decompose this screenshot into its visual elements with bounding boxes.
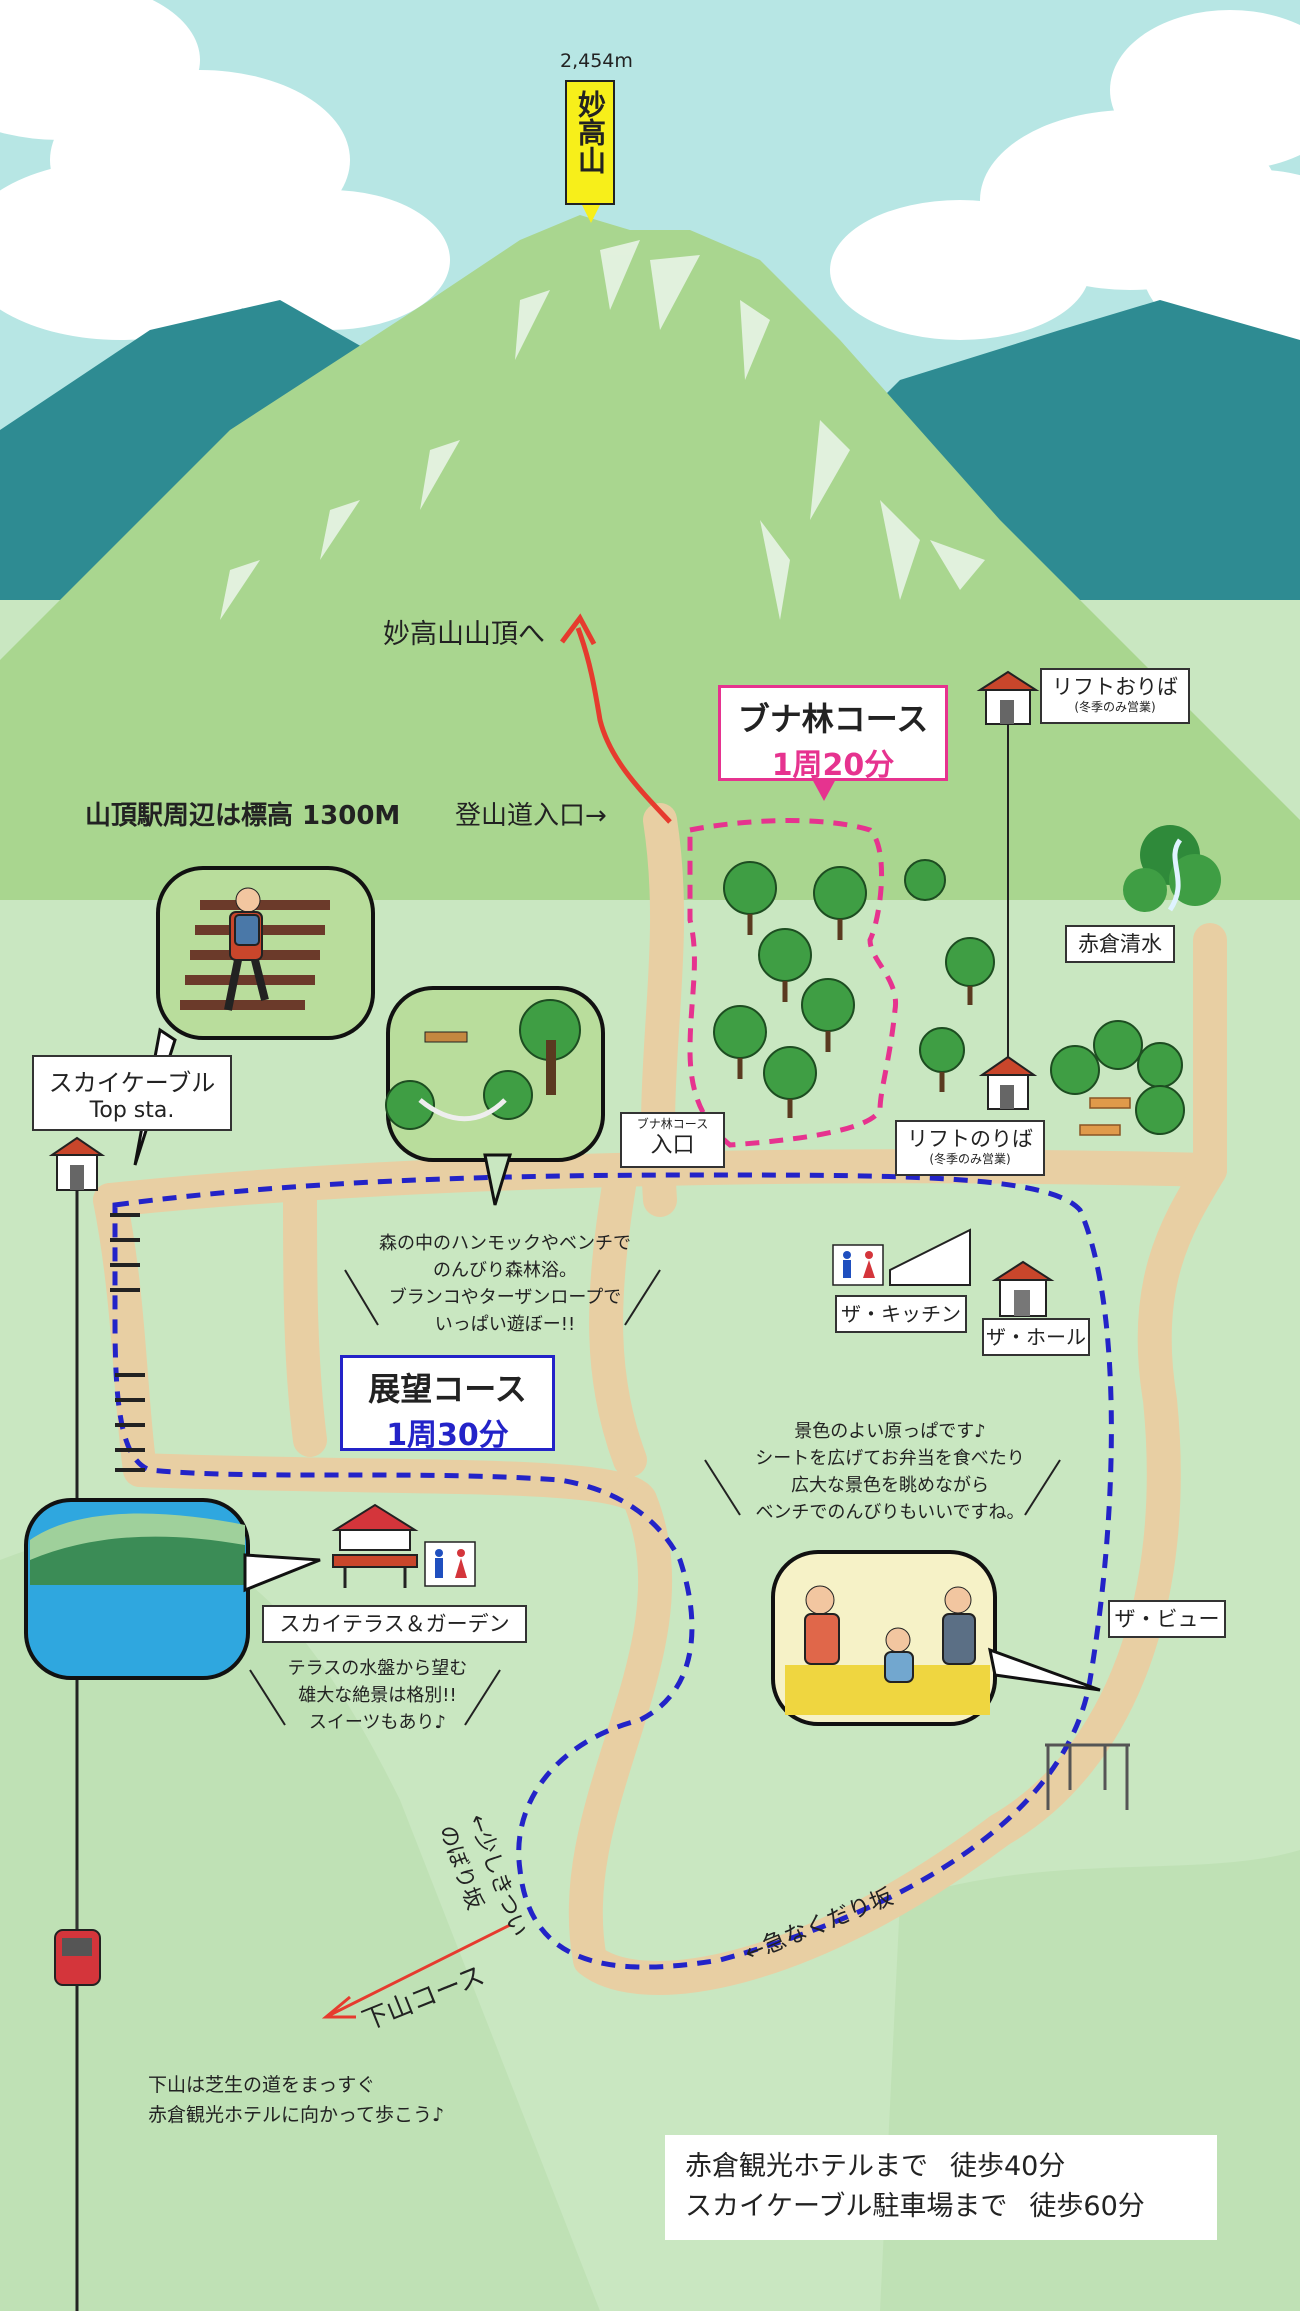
picnic-bubble bbox=[771, 1550, 1101, 1726]
hall-label[interactable]: ザ・ホール bbox=[982, 1318, 1090, 1356]
kitchen-label[interactable]: ザ・キッチン bbox=[835, 1295, 967, 1333]
buna-entrance-small: ブナ林コース bbox=[636, 1117, 709, 1131]
descent-arrow bbox=[329, 1923, 511, 2017]
terrace-note-line: スイーツもあり♪ bbox=[308, 1712, 447, 1733]
forest-note-line: のんびり森林浴。 bbox=[433, 1260, 577, 1281]
toilet-icon-kitchen bbox=[832, 1244, 884, 1286]
terrace-pavilion-icon bbox=[331, 1503, 419, 1588]
forest-note-line: 森の中のハンモックやベンチで bbox=[379, 1233, 631, 1254]
summit-direction-label: 妙高山山頂へ bbox=[383, 619, 545, 650]
peak-elevation: 2,454m bbox=[560, 50, 633, 72]
descent-note: 下山は芝生の道をまっすぐ 赤倉観光ホテルに向かって歩こう♪ bbox=[148, 2070, 444, 2130]
cable-station-icon bbox=[48, 1136, 106, 1191]
trailhead-label: 登山道入口→ bbox=[455, 801, 607, 831]
meadow-note-line: 景色のよい原っぱです♪ bbox=[794, 1421, 986, 1442]
stairs-icon bbox=[110, 1213, 145, 1472]
toilet-icon-terrace bbox=[424, 1541, 476, 1587]
peak-name-sign: 妙高山 bbox=[565, 80, 615, 205]
spring-icon bbox=[1123, 825, 1221, 912]
tenbo-course-label[interactable]: 展望コース 1周30分 bbox=[340, 1355, 555, 1453]
cable-top-station-label[interactable]: スカイケーブル Top sta. bbox=[32, 1055, 232, 1131]
annotation-slashes bbox=[249, 1269, 1061, 1726]
forest-trees bbox=[713, 859, 1185, 1136]
snow-streaks bbox=[220, 240, 985, 620]
hall-building-icon bbox=[991, 1260, 1055, 1317]
buna-course-name: ブナ林コース bbox=[737, 700, 929, 738]
spring-label[interactable]: 赤倉清水 bbox=[1065, 925, 1175, 963]
tenbo-course-name: 展望コース bbox=[368, 1370, 527, 1408]
lift-bottom-station-icon bbox=[978, 1055, 1038, 1110]
lift-bottom-name: リフトのりば bbox=[907, 1127, 1033, 1151]
meadow-note-line: シートを広げてお弁当を食べたり bbox=[755, 1448, 1025, 1469]
meadow-note: 景色のよい原っぱです♪ シートを広げてお弁当を食べたり 広大な景色を眺めながら … bbox=[735, 1418, 1045, 1526]
cloud-left bbox=[0, 0, 450, 340]
cloud-right bbox=[830, 10, 1300, 350]
cable-top-line1: スカイケーブル bbox=[48, 1069, 216, 1097]
buna-course-time: 1周20分 bbox=[771, 748, 895, 783]
buna-course-loop bbox=[687, 818, 899, 1148]
lift-bottom-note: (冬季のみ営業) bbox=[929, 1152, 1011, 1166]
buna-entrance-label[interactable]: ブナ林コース 入口 bbox=[620, 1112, 725, 1168]
station-altitude-label: 山頂駅周辺は標高 1300M bbox=[85, 801, 401, 831]
walk-time-destination: 赤倉観光ホテルまで bbox=[685, 2151, 928, 2182]
summit-route bbox=[575, 627, 672, 824]
lower-slope bbox=[0, 1534, 600, 2311]
tenbo-course-time: 1周30分 bbox=[386, 1418, 509, 1453]
buna-course-label[interactable]: ブナ林コース 1周20分 bbox=[718, 685, 948, 783]
walk-time-row: 赤倉観光ホテルまで徒歩40分 bbox=[685, 2147, 1197, 2187]
cable-top-line2: Top sta. bbox=[89, 1098, 175, 1123]
lower-slope-right bbox=[880, 1850, 1300, 2311]
myoko-mountain bbox=[0, 215, 1300, 900]
lift-bottom-label[interactable]: リフトのりば (冬季のみ営業) bbox=[895, 1120, 1045, 1176]
lift-top-name: リフトおりば bbox=[1052, 675, 1178, 699]
walk-time-duration: 徒歩60分 bbox=[1029, 2191, 1145, 2222]
terrace-note-line: 雄大な絶景は格別!! bbox=[298, 1685, 457, 1706]
view-label[interactable]: ザ・ビュー bbox=[1108, 1600, 1226, 1638]
terrace-label[interactable]: スカイテラス＆ガーデン bbox=[262, 1605, 527, 1643]
buna-label-pointer bbox=[812, 779, 836, 801]
lake-bubble bbox=[24, 1498, 321, 1680]
gondola-icon bbox=[54, 1870, 101, 1986]
descent-note-line: 赤倉観光ホテルに向かって歩こう♪ bbox=[148, 2104, 445, 2126]
descent-note-line: 下山は芝生の道をまっすぐ bbox=[148, 2074, 376, 2096]
descent-arrowhead bbox=[321, 1995, 356, 2019]
meadow-note-line: 広大な景色を眺めながら bbox=[791, 1475, 989, 1496]
summit-route-arrowhead bbox=[560, 613, 597, 646]
forest-bubble bbox=[385, 986, 605, 1206]
walk-time-duration: 徒歩40分 bbox=[950, 2151, 1066, 2182]
buna-entrance-big: 入口 bbox=[650, 1133, 695, 1158]
walk-time-row: スカイケーブル駐車場まで徒歩60分 bbox=[685, 2187, 1197, 2227]
tenbo-course-loop bbox=[112, 1172, 1114, 1970]
terrace-note-line: テラスの水盤から望む bbox=[287, 1658, 468, 1679]
walk-time-panel: 赤倉観光ホテルまで徒歩40分 スカイケーブル駐車場まで徒歩60分 bbox=[665, 2135, 1217, 2240]
terrace-note: テラスの水盤から望む 雄大な絶景は格別!! スイーツもあり♪ bbox=[270, 1655, 485, 1736]
kitchen-building-icon bbox=[889, 1228, 971, 1286]
walk-time-destination: スカイケーブル駐車場まで bbox=[685, 2191, 1008, 2222]
forest-note: 森の中のハンモックやベンチで のんびり森林浴。 ブランコやターザンロープで いっ… bbox=[360, 1230, 650, 1338]
swing-icon bbox=[1045, 1743, 1130, 1810]
peak-sign-pointer bbox=[582, 205, 600, 223]
forest-note-line: ブランコやターザンロープで bbox=[388, 1287, 622, 1308]
forest-note-line: いっぱい遊ぼー!! bbox=[434, 1314, 576, 1335]
lift-top-note: (冬季のみ営業) bbox=[1074, 700, 1156, 714]
meadow-note-line: ベンチでのんびりもいいですね。 bbox=[755, 1502, 1025, 1523]
peak-name: 妙高山 bbox=[574, 90, 607, 174]
lift-top-label[interactable]: リフトおりば (冬季のみ営業) bbox=[1040, 668, 1190, 724]
